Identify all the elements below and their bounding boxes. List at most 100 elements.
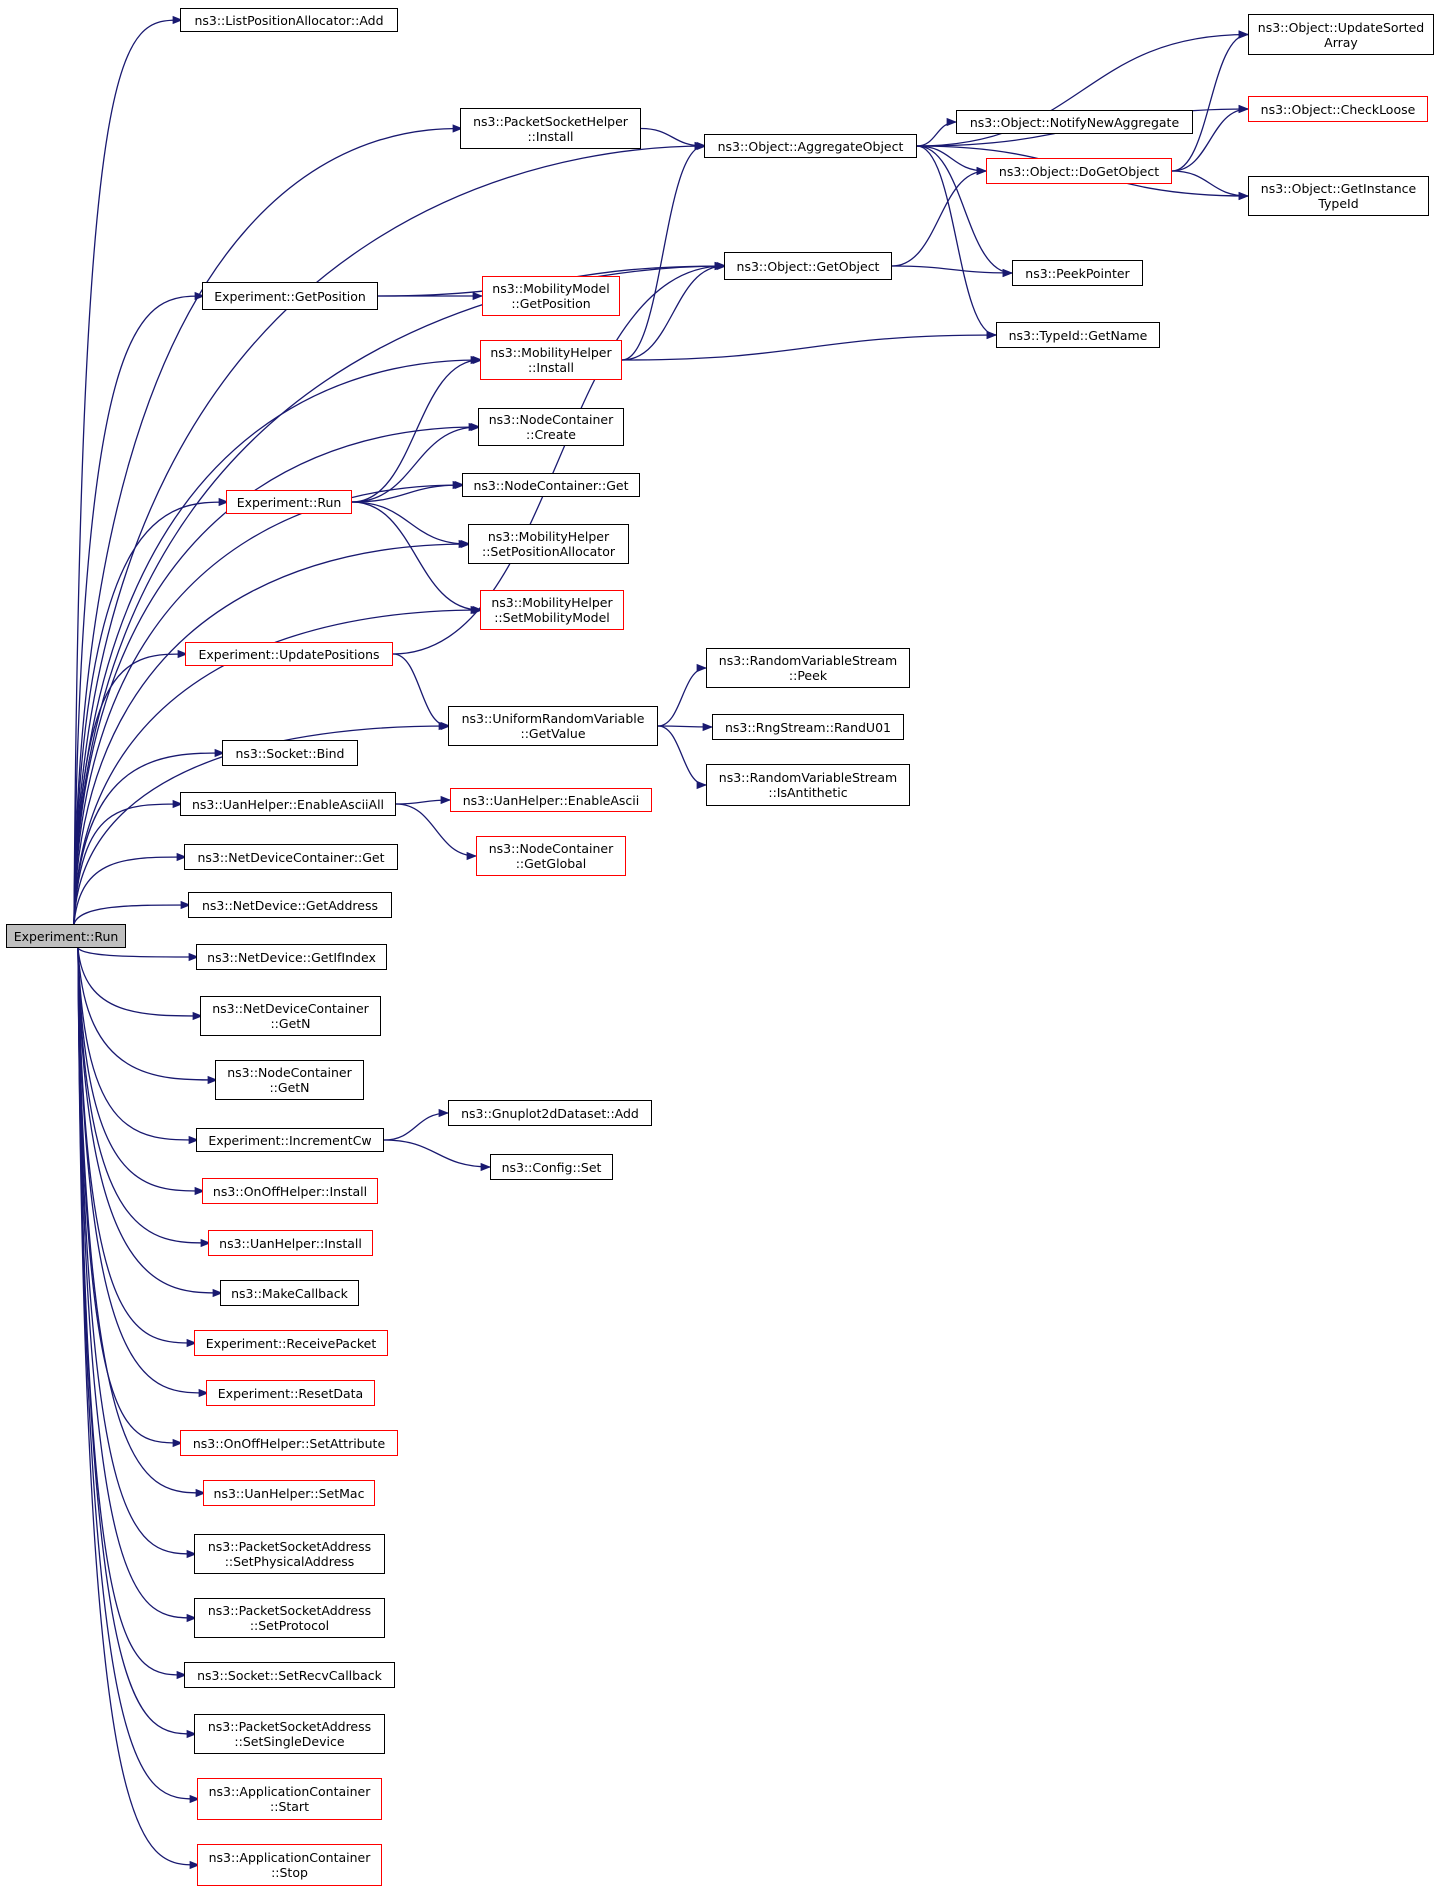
node-label: Experiment::ReceivePacket [206, 1336, 376, 1351]
node-label: ns3::Config::Set [502, 1160, 602, 1175]
node-label-line: ns3::Object::NotifyNewAggregate [969, 114, 1180, 130]
node-label: ns3::Socket::SetRecvCallback [197, 1668, 382, 1683]
node-mh-inst[interactable]: ns3::MobilityHelper::Install [480, 340, 622, 380]
node-typeid[interactable]: ns3::TypeId::GetName [996, 322, 1160, 348]
edge-exp_run2-to-mh_inst [351, 355, 482, 503]
node-label-line: ns3::NetDeviceContainer [212, 1001, 369, 1016]
node-getpos[interactable]: Experiment::GetPosition [202, 282, 378, 310]
node-label-line: ns3::NodeContainer [488, 412, 614, 427]
node-cfg[interactable]: ns3::Config::Set [490, 1154, 613, 1180]
edge-exp_run2-to-mh_spa [351, 501, 470, 549]
node-label: ns3::ApplicationContainer::Stop [209, 1850, 371, 1880]
node-nc-n[interactable]: ns3::NodeContainer::GetN [215, 1060, 364, 1100]
node-label: Experiment::ResetData [218, 1386, 363, 1401]
node-urv[interactable]: ns3::UniformRandomVariable::GetValue [448, 706, 658, 746]
edge-root-to-ac_stop [77, 947, 201, 1870]
edge-upd-to-urv [392, 653, 450, 731]
node-ncgg[interactable]: ns3::NodeContainer::GetGlobal [476, 836, 626, 876]
node-dget[interactable]: ns3::Object::DoGetObject [986, 158, 1172, 184]
node-label-line: ns3::Object::AggregateObject [717, 138, 904, 154]
node-rand[interactable]: ns3::RngStream::RandU01 [712, 714, 904, 740]
edge-eaa-to-ncgg [395, 803, 478, 861]
node-recvcb[interactable]: ns3::Socket::SetRecvCallback [184, 1662, 395, 1688]
node-ndc-n[interactable]: ns3::NetDeviceContainer::GetN [200, 996, 381, 1036]
node-inccw[interactable]: Experiment::IncrementCw [196, 1128, 384, 1152]
node-label-line: ::Install [527, 128, 574, 144]
node-label: ns3::NetDeviceContainer::GetN [212, 1001, 369, 1031]
node-ac-stop[interactable]: ns3::ApplicationContainer::Stop [197, 1844, 382, 1886]
node-ac-start[interactable]: ns3::ApplicationContainer::Start [197, 1778, 382, 1820]
node-peek[interactable]: ns3::PeekPointer [1012, 260, 1143, 286]
node-exp-run2[interactable]: Experiment::Run [226, 490, 352, 514]
node-label-line: ::SetPhysicalAddress [224, 1554, 355, 1569]
node-psh-inst[interactable]: ns3::PacketSocketHelper::Install [460, 108, 641, 149]
node-label: ns3::Socket::Bind [236, 746, 345, 761]
edge-urv-to-anti [657, 725, 708, 790]
node-label: ns3::Object::NotifyNewAggregate [970, 115, 1179, 130]
edge-root-to-ndc_n [77, 947, 204, 1021]
node-loose[interactable]: ns3::Object::CheckLoose [1248, 96, 1428, 122]
node-lpa-add[interactable]: ns3::ListPositionAllocator::Add [180, 8, 398, 32]
node-eaa[interactable]: ns3::UanHelper::EnableAsciiAll [180, 792, 396, 816]
node-oo-inst[interactable]: ns3::OnOffHelper::Install [202, 1178, 378, 1204]
node-label: ns3::PacketSocketAddress::SetPhysicalAdd… [208, 1539, 371, 1569]
node-upd[interactable]: Experiment::UpdatePositions [185, 642, 393, 666]
node-reset[interactable]: Experiment::ResetData [206, 1380, 375, 1406]
node-mcb[interactable]: ns3::MakeCallback [220, 1280, 359, 1306]
node-label-line: ns3::MobilityModel [492, 281, 610, 296]
node-nc-get[interactable]: ns3::NodeContainer::Get [462, 473, 640, 497]
edge-exp_run2-to-nc_create [351, 422, 480, 503]
node-nc-create[interactable]: ns3::NodeContainer::Create [478, 408, 624, 446]
node-label-line: ns3::Config::Set [501, 1159, 602, 1175]
edge-root-to-eaa [73, 799, 184, 925]
node-label: ns3::RandomVariableStream::IsAntithetic [719, 770, 897, 800]
node-label: ns3::Object::GetObject [737, 259, 880, 274]
edge-urv-to-rand [657, 722, 714, 732]
edge-root-to-exp_run2 [73, 497, 230, 925]
node-g2d[interactable]: ns3::Gnuplot2dDataset::Add [448, 1100, 652, 1126]
node-rvs-peek[interactable]: ns3::RandomVariableStream::Peek [706, 648, 910, 688]
node-mh-spa[interactable]: ns3::MobilityHelper::SetPositionAllocato… [468, 524, 629, 564]
node-psa-phys[interactable]: ns3::PacketSocketAddress::SetPhysicalAdd… [194, 1534, 385, 1574]
edge-root-to-nc_n [77, 947, 219, 1085]
node-psa-single[interactable]: ns3::PacketSocketAddress::SetSingleDevic… [194, 1714, 385, 1754]
edge-mh_inst-to-typeid [621, 330, 998, 361]
node-nd-if[interactable]: ns3::NetDevice::GetIfIndex [196, 944, 387, 970]
node-psa-proto[interactable]: ns3::PacketSocketAddress::SetProtocol [194, 1598, 385, 1638]
node-label-line: ns3::UanHelper::Install [219, 1235, 362, 1251]
node-recv[interactable]: Experiment::ReceivePacket [194, 1330, 388, 1356]
node-setmac[interactable]: ns3::UanHelper::SetMac [203, 1480, 375, 1506]
node-oo-attr[interactable]: ns3::OnOffHelper::SetAttribute [180, 1430, 398, 1456]
node-label-line: ::SetProtocol [249, 1618, 330, 1633]
edge-root-to-psh_inst [73, 124, 464, 925]
edge-inccw-to-cfg [383, 1139, 492, 1172]
node-nna[interactable]: ns3::Object::NotifyNewAggregate [956, 110, 1193, 134]
node-bind[interactable]: ns3::Socket::Bind [222, 740, 358, 766]
node-label-line: ns3::PacketSocketAddress [207, 1603, 372, 1618]
node-label: ns3::PacketSocketAddress::SetProtocol [208, 1603, 371, 1633]
node-nd-addr[interactable]: ns3::NetDevice::GetAddress [188, 892, 392, 918]
node-label: Experiment::GetPosition [214, 289, 366, 304]
node-label: ns3::RngStream::RandU01 [725, 720, 891, 735]
node-anti[interactable]: ns3::RandomVariableStream::IsAntithetic [706, 764, 910, 806]
node-ea[interactable]: ns3::UanHelper::EnableAscii [450, 788, 652, 812]
node-agg[interactable]: ns3::Object::AggregateObject [704, 134, 917, 158]
node-root: Experiment::Run [6, 924, 126, 948]
edge-agg-to-usa [916, 30, 1250, 147]
node-label: ns3::NetDevice::GetAddress [202, 898, 378, 913]
node-label-line: ns3::NetDevice::GetIfIndex [207, 949, 376, 965]
node-getobj[interactable]: ns3::Object::GetObject [724, 252, 892, 280]
node-label-line: ns3::ListPositionAllocator::Add [194, 12, 384, 28]
node-uan-inst[interactable]: ns3::UanHelper::Install [208, 1230, 373, 1256]
edge-exp_run2-to-nc_get [351, 480, 464, 503]
edge-root-to-mcb [77, 947, 224, 1298]
node-mh-smm[interactable]: ns3::MobilityHelper::SetMobilityModel [480, 590, 624, 630]
node-ndc-get[interactable]: ns3::NetDeviceContainer::Get [184, 844, 398, 870]
edge-dget-to-loose [1171, 104, 1250, 172]
edge-getobj-to-dget [891, 166, 988, 267]
node-mm-gp[interactable]: ns3::MobilityModel::GetPosition [482, 276, 620, 316]
edge-root-to-bind [73, 748, 226, 925]
